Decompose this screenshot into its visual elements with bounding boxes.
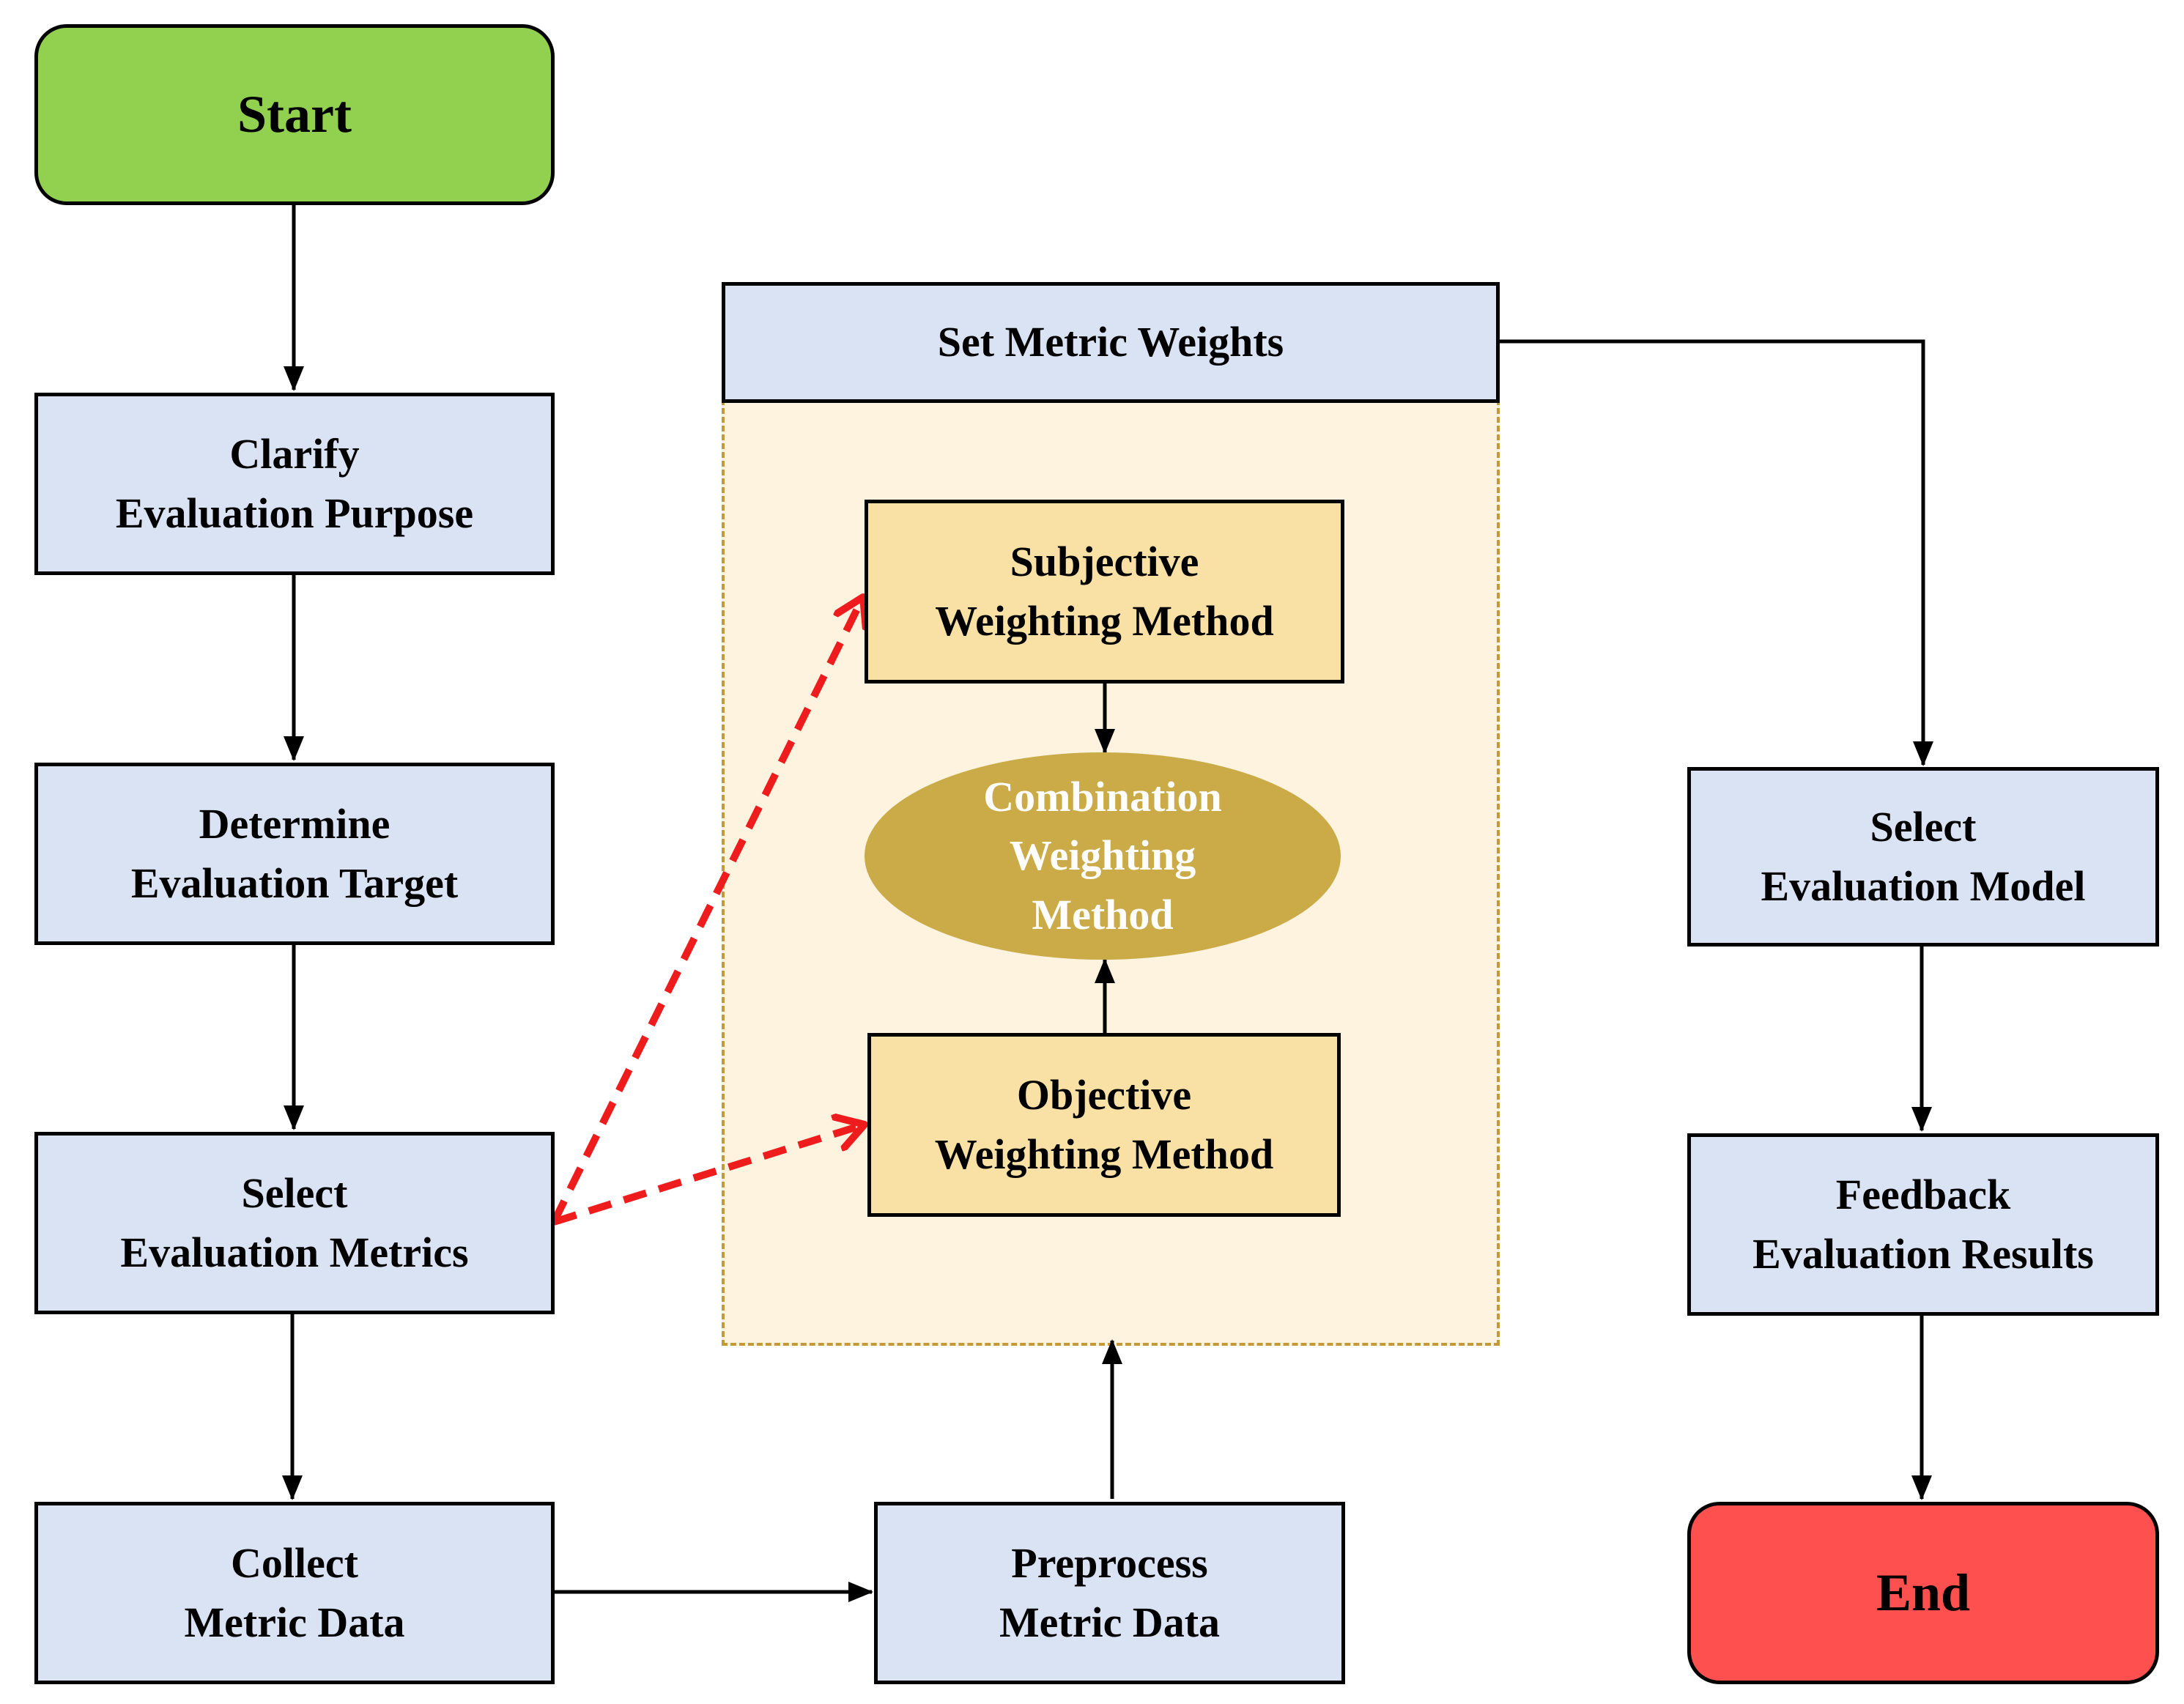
dashed-arrow-select-metrics-to-subjective xyxy=(550,597,863,1224)
node-label-line: Set Metric Weights xyxy=(937,318,1284,366)
node-label-line: Weighting xyxy=(1009,831,1196,880)
node-label-line: Evaluation Metrics xyxy=(120,1228,469,1276)
node-label-line: Start xyxy=(237,84,352,144)
node-label-line: End xyxy=(1876,1563,1971,1622)
node-label-line: Feedback xyxy=(1835,1171,2011,1219)
start-node: Start xyxy=(34,24,555,205)
node-label-line: Select xyxy=(1870,803,1977,851)
dashed-arrow-select-metrics-to-objective xyxy=(552,1125,865,1226)
arrow-set-weights-to-select-model xyxy=(1498,339,1933,766)
node-label-line: Evaluation Purpose xyxy=(115,489,474,537)
node-label-line: Objective xyxy=(1016,1071,1192,1119)
node-label-line: Weighting Method xyxy=(935,596,1274,645)
set-metric-weights-box: Set Metric Weights xyxy=(722,282,1500,403)
node-label-line: Subjective xyxy=(1010,538,1199,586)
node-label-line: Metric Data xyxy=(184,1598,405,1646)
node-label-line: Combination xyxy=(983,773,1222,821)
node-label-line: Evaluation Model xyxy=(1761,862,2086,910)
node-label-line: Metric Data xyxy=(999,1598,1221,1646)
end-node: End xyxy=(1687,1502,2159,1684)
node-label-line: Select xyxy=(241,1169,348,1218)
node-label-line: Collect xyxy=(231,1539,358,1588)
node-label-line: Clarify xyxy=(229,430,360,478)
node-label-line: Weighting Method xyxy=(934,1130,1274,1178)
node-label-line: Method xyxy=(1032,890,1174,938)
node-label-line: Determine xyxy=(199,800,390,848)
node-label-line: Preprocess xyxy=(1011,1539,1208,1588)
node-label-line: Evaluation Results xyxy=(1752,1229,2094,1278)
node-label-line: Evaluation Target xyxy=(130,859,459,907)
